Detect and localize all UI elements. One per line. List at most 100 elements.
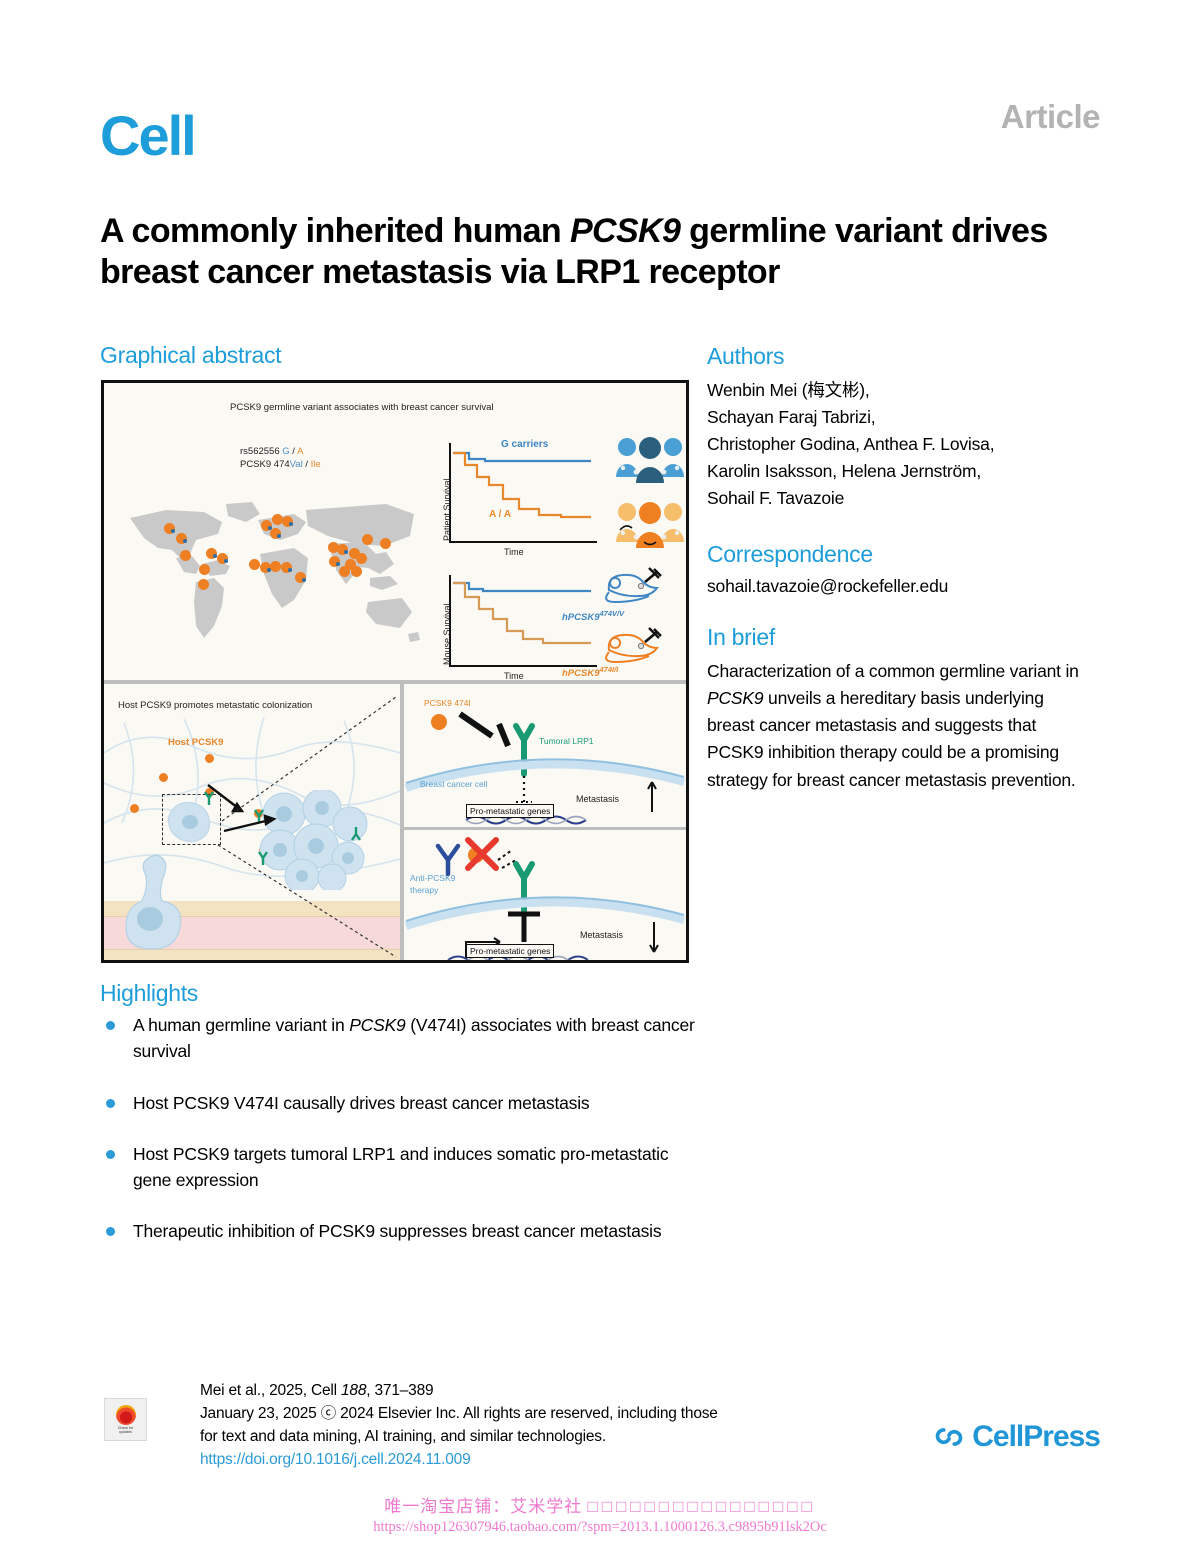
taobao-watermark: 唯一淘宝店铺：艾米学社 □□□□□□□□□□□□□□□□ https://sho… — [0, 1492, 1200, 1536]
map-dot — [337, 544, 348, 555]
author-line: Schayan Faraj Tabrizi, — [707, 406, 876, 427]
highlight-text-b: (V474I) associates with breast cancer su… — [133, 1015, 695, 1062]
title-line-2: variant drives breast cancer metastasis … — [100, 211, 1048, 292]
page-title: A commonly inherited human PCSK9 germlin… — [100, 211, 1050, 294]
mouse-blue-sup: 474V/V — [599, 609, 625, 618]
pcsk9-particle — [130, 804, 139, 813]
mouse-orange-sup: 474I/I — [599, 665, 619, 674]
correspondence-email[interactable]: sohail.tavazoie@rockefeller.edu — [707, 576, 949, 596]
in-brief-part-2: unveils a hereditary basis underlying br… — [707, 688, 1076, 790]
map-dot — [206, 548, 217, 559]
highlights-list: A human germline variant in PCSK9 (V474I… — [100, 1012, 700, 1270]
map-dot — [349, 548, 360, 559]
authors-heading: Authors — [707, 343, 785, 369]
map-dot — [199, 564, 210, 575]
variant-ile: Ile — [310, 459, 321, 470]
y-axis — [449, 575, 451, 667]
list-item: Therapeutic inhibition of PCSK9 suppress… — [100, 1218, 700, 1244]
therapy-label-line1: Anti-PCSK9 — [410, 873, 456, 883]
legend-g-carriers: G carriers — [501, 439, 549, 450]
article-type-label: Article — [1000, 98, 1101, 135]
cellpress-logo: CellPress — [934, 1420, 1101, 1454]
citation-prefix: Mei et al., 2025, Cell — [200, 1382, 342, 1399]
metastasis-label-bottom: Metastasis — [580, 930, 624, 940]
tumor-cell-nucleus — [182, 815, 198, 829]
therapy-panel: Anti-PCSK9 therapy Pro-metastatic genes … — [404, 830, 686, 960]
map-dot — [272, 514, 283, 525]
map-dot — [362, 534, 373, 545]
author-line: Karolin Isaksson, Helena Jernström, — [707, 460, 982, 481]
citation-line-1: Mei et al., 2025, Cell 188, 371–389 — [200, 1380, 840, 1403]
pcsk9-ligand-dot — [431, 714, 447, 730]
list-item: Host PCSK9 V474I causally drives breast … — [100, 1090, 700, 1116]
pcsk9-particle — [205, 754, 214, 763]
world-map — [118, 496, 428, 658]
highlight-text-a: Host PCSK9 V474I causally drives breast … — [133, 1092, 590, 1113]
x-axis — [449, 541, 597, 543]
mouse-survival-chart: Mouse Survival Time — [442, 575, 597, 681]
title-line-3: receptor — [648, 253, 780, 292]
tumor-cell — [168, 802, 210, 842]
cellpress-wordmark: CellPress — [972, 1420, 1101, 1453]
variant-allele-g: G — [282, 446, 290, 457]
citation-block: Mei et al., 2025, Cell 188, 371–389 Janu… — [200, 1380, 840, 1472]
cell-journal-logo: Cell — [100, 104, 197, 167]
pcsk9-particle — [205, 788, 214, 797]
correspondence-heading: Correspondence — [707, 541, 873, 567]
map-dot — [380, 538, 391, 549]
highlight-text-a: A human germline variant in — [133, 1015, 350, 1035]
cfu-line1: Check for — [117, 1425, 134, 1430]
in-brief-text: Characterization of a common germline va… — [707, 658, 1082, 794]
pcsk9-474i-label: PCSK9 474I — [424, 698, 471, 708]
map-dot — [260, 562, 271, 573]
title-gene-italic: PCSK9 — [569, 211, 681, 250]
title-part-1: A commonly inherited human — [100, 211, 570, 250]
receptor-mechanism-panel: PCSK9 474I — [404, 684, 686, 826]
check-for-updates-badge[interactable]: Check for updates — [104, 1398, 147, 1441]
receptor-binding-diagram — [404, 711, 686, 825]
map-dot — [180, 550, 191, 561]
tissue-band-bottom — [104, 949, 400, 960]
map-dot — [345, 559, 356, 570]
metastasis-colonization-panel: Host PCSK9 promotes metastatic colonizat… — [104, 685, 400, 960]
map-dot — [270, 561, 281, 572]
map-dot — [217, 553, 228, 564]
mouse-survival-curves — [453, 581, 591, 645]
map-dot — [329, 556, 340, 567]
doi-link[interactable]: https://doi.org/10.1016/j.cell.2024.11.0… — [200, 1450, 471, 1468]
mouse-blue-gene: hPCSK9 — [562, 612, 600, 624]
graphical-abstract-figure: PCSK9 germline variant associates with b… — [101, 380, 689, 963]
mouse-orange-genotype-label: hPCSK9474I/I — [562, 665, 618, 679]
list-item: A human germline variant in PCSK9 (V474I… — [100, 1012, 700, 1065]
tumor-cell-cluster — [259, 790, 368, 890]
watermark-boxes: □□□□□□□□□□□□□□□□ — [587, 1497, 816, 1516]
author-line: Sohail F. Tavazoie — [707, 487, 845, 508]
map-dot — [351, 566, 362, 577]
zoom-region-box — [162, 794, 221, 845]
metastasis-outcome-up: Metastasis — [576, 794, 619, 804]
pro-metastatic-genes-box-top: Pro-metastatic genes — [466, 804, 555, 818]
mouse-orange-gene: hPCSK9 — [562, 668, 600, 680]
map-dot — [339, 566, 350, 577]
graphical-abstract-heading: Graphical abstract — [100, 342, 282, 368]
anti-pcsk9-therapy-label: Anti-PCSK9 therapy — [410, 872, 455, 896]
pro-metastatic-genes-box-bottom: Pro-metastatic genes — [466, 944, 555, 958]
crossmark-icon — [115, 1404, 136, 1425]
map-dot — [261, 520, 272, 531]
ga-top-panel-title: PCSK9 germline variant associates with b… — [230, 402, 494, 413]
highlight-text-a: Therapeutic inhibition of PCSK9 suppress… — [133, 1221, 662, 1242]
mouse-blue-genotype-label: hPCSK9474V/V — [562, 609, 624, 623]
author-line: Wenbin Mei (梅文彬), — [707, 380, 870, 400]
map-dot — [282, 516, 293, 527]
list-item: Host PCSK9 targets tumoral LRP1 and indu… — [100, 1141, 700, 1194]
check-for-updates-text: Check for updates — [118, 1426, 133, 1435]
highlight-text-a: Host PCSK9 targets tumoral LRP1 and indu… — [133, 1143, 669, 1190]
cfu-line2: updates — [119, 1430, 132, 1434]
y-axis — [449, 443, 451, 543]
patient-survival-xlabel: Time — [504, 547, 524, 557]
citation-line-3: for text and data mining, AI training, a… — [200, 1427, 606, 1445]
x-axis — [449, 665, 597, 667]
map-dot — [295, 572, 306, 583]
mouse-survival-xlabel: Time — [504, 671, 524, 681]
